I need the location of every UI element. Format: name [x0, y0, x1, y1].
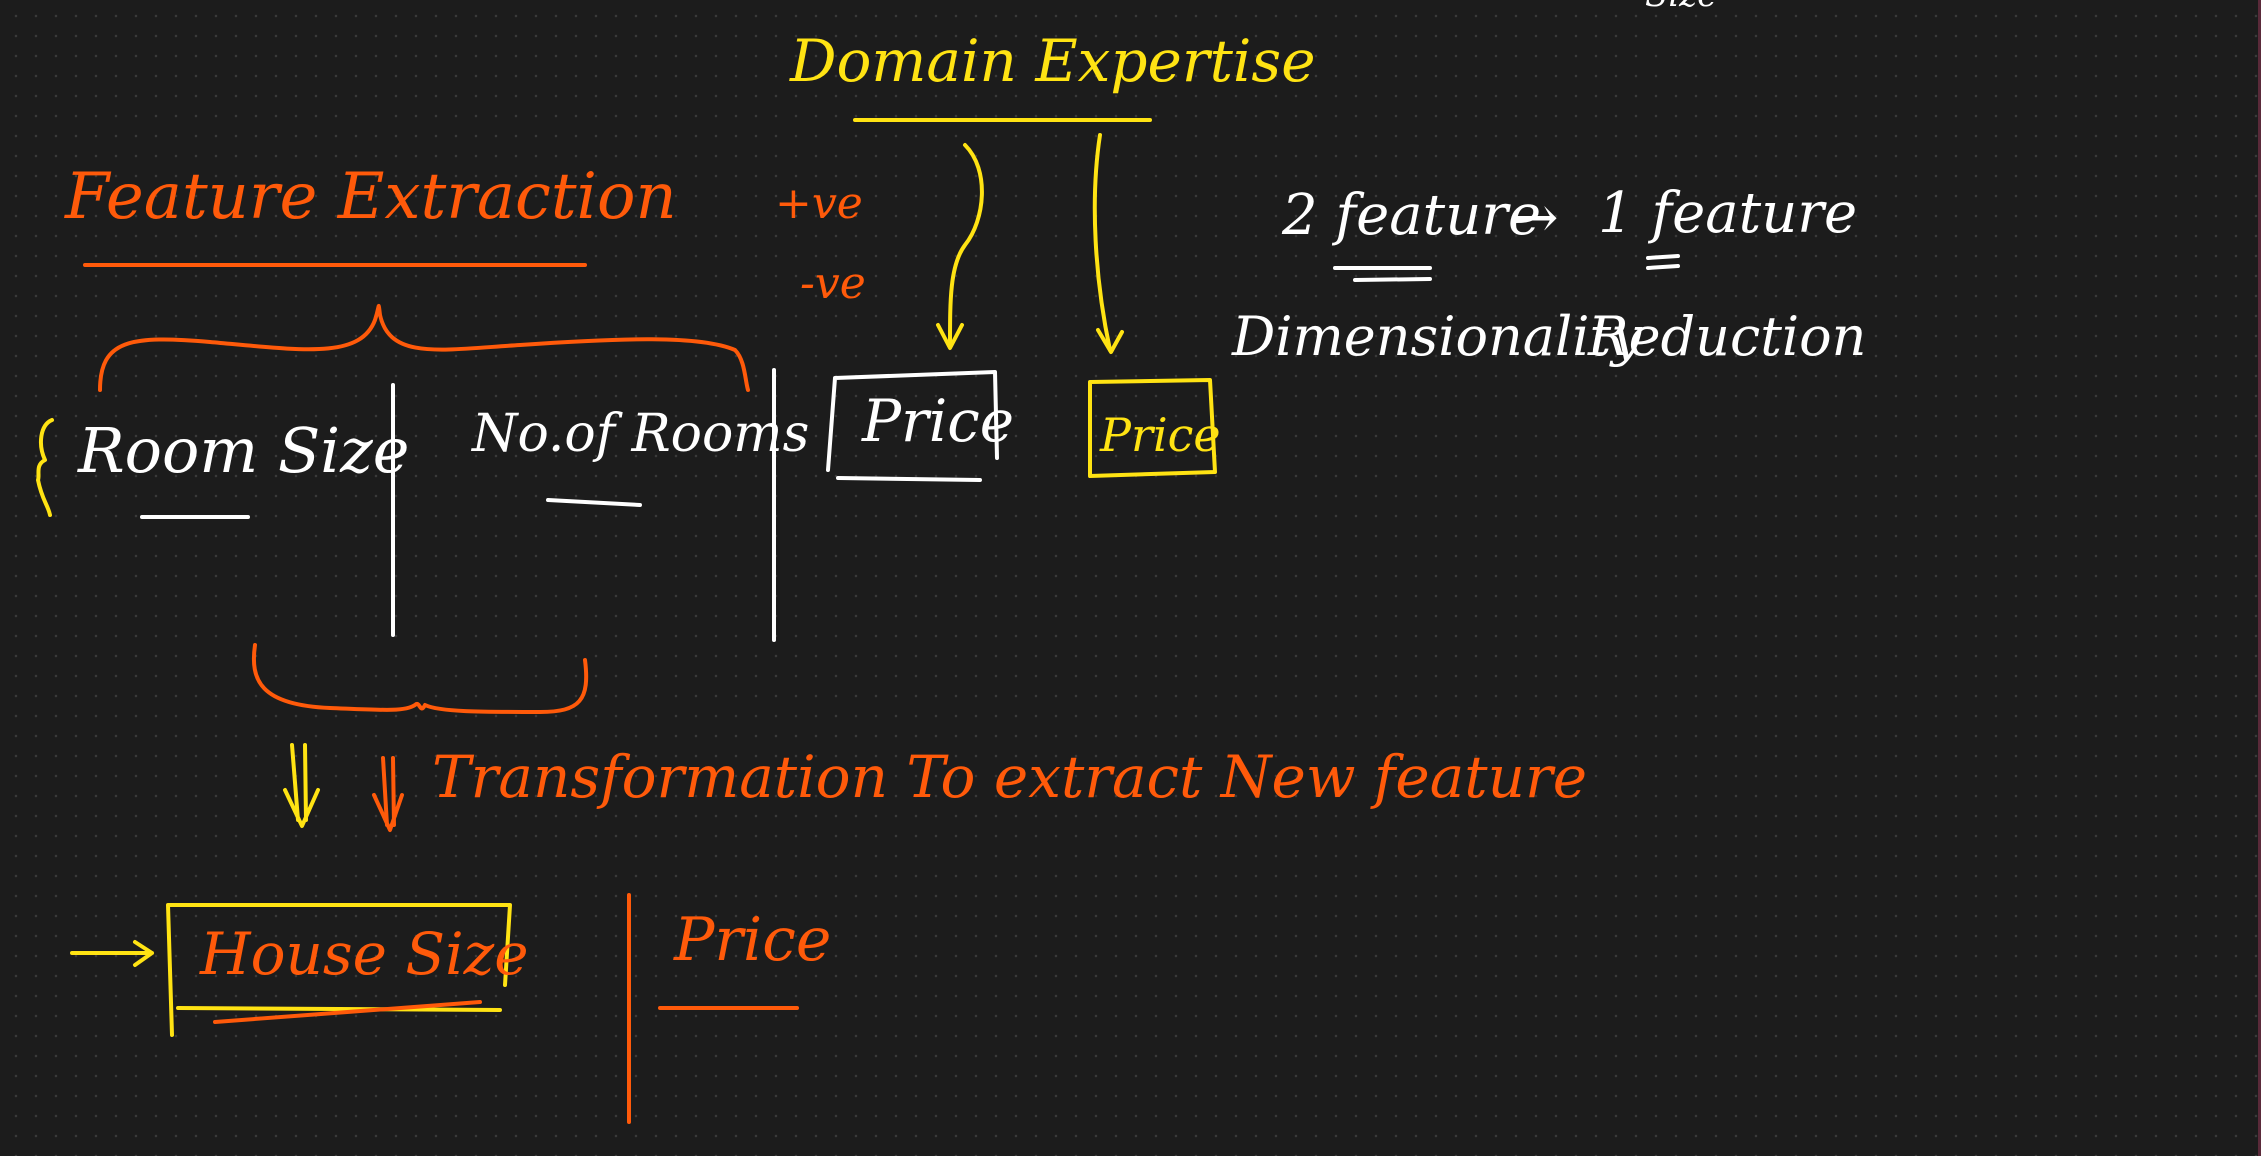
bottom-curly-brace: [251, 643, 589, 714]
arrow-text: →: [1510, 183, 1559, 251]
dimensionality-text: Dimensionality: [1232, 305, 1642, 368]
no-underline: [546, 498, 642, 507]
curved-arrow-to-price: [948, 143, 984, 347]
feature-extraction-heading: Feature Extraction: [65, 160, 677, 234]
domain-expertise-heading: Domain Expertise: [790, 27, 1316, 95]
one-feature-text: 1 feature: [1598, 181, 1858, 246]
room-size-label: Room Size: [78, 414, 410, 487]
house-size-label: House Size: [200, 920, 529, 988]
price-white-label: Price: [862, 387, 1015, 455]
straight-arrow-to-price: [1092, 133, 1112, 352]
arrow-to-house-size: [70, 940, 154, 967]
one-feature-underline-2: [1646, 264, 1680, 270]
straight-arrow-head-2: [1096, 328, 1124, 354]
transformation-text: Transformation To extract New feature: [432, 743, 1588, 811]
price-orange-label: Price: [674, 905, 832, 975]
feature-underline-2: [1353, 277, 1432, 282]
yellow-open-brace: [36, 418, 54, 517]
top-curly-brace: [98, 304, 750, 392]
one-feature-underline-1: [1646, 254, 1680, 260]
positive-label: +ve: [775, 178, 863, 229]
negative-label: -ve: [800, 258, 866, 309]
house-size-box: [166, 903, 512, 1037]
down-arrow-yellow: [283, 743, 320, 828]
top-right-fragment-text: Size: [1645, 0, 1717, 12]
two-feature-text: 2 feature: [1282, 183, 1542, 248]
reduction-text: Reduction: [1588, 305, 1867, 368]
canvas-right-border: [2258, 0, 2261, 1156]
price-yellow-label: Price: [1100, 408, 1221, 462]
no-of-rooms-label: No.of Rooms: [472, 404, 810, 464]
curved-arrow-head-1: [936, 323, 964, 350]
price-yellow-box: [1088, 378, 1217, 478]
price-white-box: [826, 370, 999, 482]
down-arrow-orange: [372, 756, 404, 832]
house-size-underline: [213, 1000, 482, 1024]
